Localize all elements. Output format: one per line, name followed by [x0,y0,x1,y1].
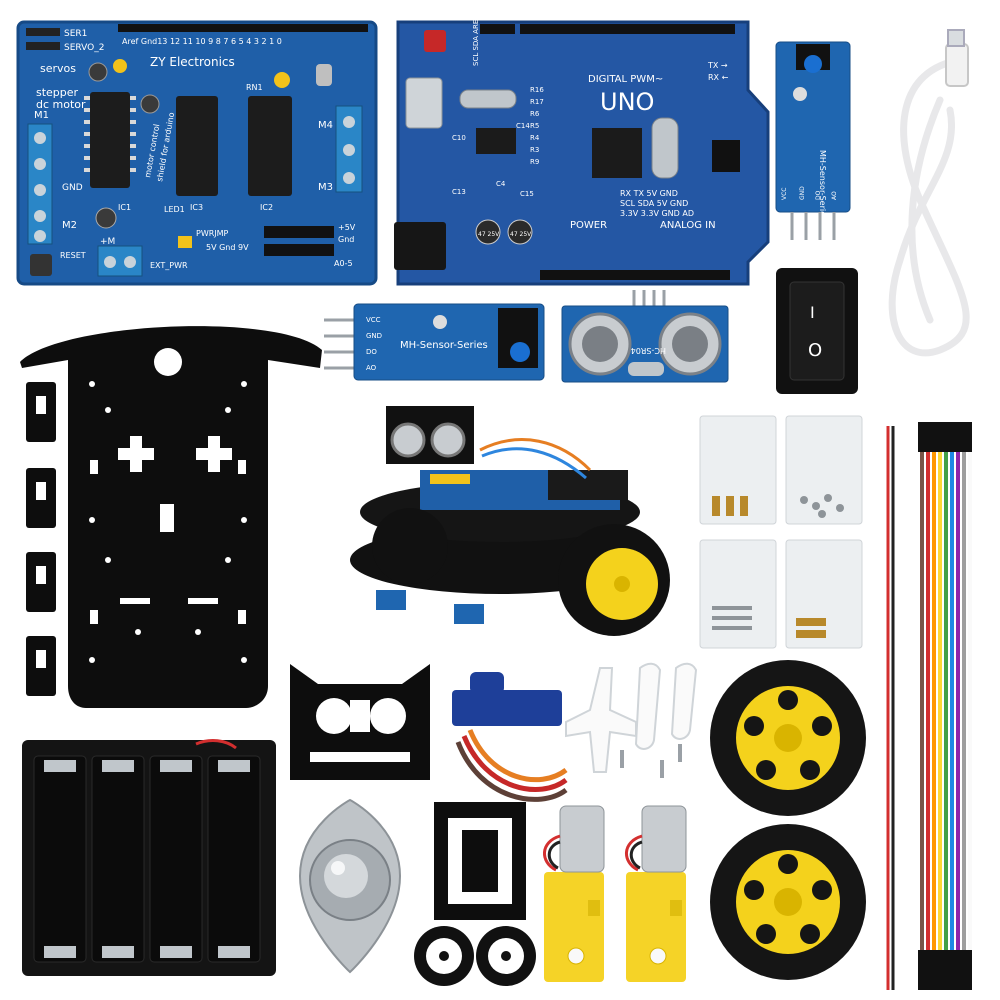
note-stepper: stepper [36,86,79,99]
servo-screws [620,744,682,778]
ir-sensor-vertical: MH-Sensor-Series VCC GND DO AO [775,41,851,240]
label-plus-m: +M [100,237,115,247]
label-gnd: GND [62,183,83,193]
ultrasonic-label: HC-SR04 [631,346,666,355]
header-ser1: SER1 [64,29,87,39]
terminal-blocks [27,105,363,277]
label-pwrjmp: PWRJMP [196,229,229,238]
ir-mid-gnd: GND [366,332,382,340]
ir-sensor-horizontal: MH-Sensor-Series VCC GND DO AO [324,303,545,381]
ir-mid-label: MH-Sensor-Series [400,340,488,351]
uno-r6: R6 [530,110,540,118]
ir-mid-vcc: VCC [366,316,381,324]
uno-r16: R16 [530,86,544,94]
note-servos: servos [40,62,76,75]
servo-motor [452,672,568,802]
shield-pin-row: Aref Gnd13 12 11 10 9 8 7 6 5 4 3 2 1 0 [122,37,282,46]
uno-tx: TX → [707,61,728,70]
servo-horns [565,662,698,773]
label-ic2: IC2 [260,203,273,212]
uno-c13: C13 [452,188,466,196]
label-gnd-right: Gnd [338,235,354,244]
label-5v-gnd-9v: 5V Gnd 9V [206,243,249,252]
screw-bags [699,415,863,649]
uno-pins-small-3: 3.3V 3.3V GND AD [620,209,694,218]
label-plus-5v: +5V [338,223,356,232]
uno-digital-label: DIGITAL PWM~ [588,74,663,85]
label-m1: M1 [34,110,49,121]
ir-top-vcc: VCC [781,188,788,200]
label-reset: RESET [60,251,86,260]
motor-shield-board: SER1 SERVO_2 servos stepper dc motor Are… [16,20,378,286]
uno-board: 47 25V 47 25V UNO DIGITAL PWM~ TX → RX ←… [394,0,770,286]
caster-ball-wheel [298,798,402,974]
cap-mark-2: 47 25V [510,231,532,238]
label-ic3: IC3 [190,203,203,212]
label-ic1: IC1 [118,203,131,212]
ir-mid-do: DO [366,348,377,356]
uno-rx: RX ← [708,73,729,82]
uno-top-labels: SCL SDA AREF GND 13 12 11 10 9 8 [472,0,480,66]
label-m4: M4 [318,120,333,131]
uno-c10: C10 [452,134,466,142]
dupont-jumper-wires [918,422,972,990]
gear-motor-left [543,805,605,982]
ir-top-label: MH-Sensor-Series [818,150,827,220]
assembled-robot-car [350,406,670,636]
uno-r9: R9 [530,158,539,166]
label-ext-pwr: EXT_PWR [150,261,188,270]
encoder-discs [414,926,536,986]
ir-top-ao: AO [831,191,838,200]
shield-ic-chips [90,92,292,196]
shield-top-header [118,24,368,32]
uno-c4: C4 [496,180,506,188]
ultrasonic-bracket [290,664,430,780]
label-a0-5: A0-5 [334,259,353,268]
battery-holder [22,739,276,976]
shield-brand: ZY Electronics [150,55,235,69]
uno-pins-small-2: SCL SDA 5V GND [620,199,688,208]
uno-c15: C15 [520,190,534,198]
acrylic-chassis [20,326,322,708]
ir-mid-ao: AO [366,364,377,372]
usb-cable [888,29,970,357]
switch-mount-plate [434,802,526,920]
wheel-bottom [710,824,866,980]
uno-c14: C14 [516,122,530,130]
ir-top-gnd: GND [799,186,806,200]
red-black-wire [886,426,895,990]
ultrasonic-sensor: HC-SR04 [561,290,729,383]
uno-name: UNO [600,88,654,116]
label-rn1: RN1 [246,83,263,92]
uno-r3: R3 [530,146,539,154]
note-dc-motor: dc motor [36,98,86,111]
uno-pins-small: RX TX 5V GND [620,189,678,198]
uno-analog: ANALOG IN [660,220,716,231]
header-servo2: SERVO_2 [64,43,104,53]
switch-off-mark: O [808,340,822,361]
ir-top-do: DO [815,190,822,200]
uno-power: POWER [570,220,607,231]
label-m3: M3 [318,182,333,193]
reset-button [30,254,52,276]
uno-r4: R4 [530,134,540,142]
label-led1: LED1 [164,205,185,214]
uno-r5: R5 [530,122,539,130]
rocker-switch: I O [776,268,858,394]
cap-mark-1: 47 25V [478,231,500,238]
uno-r17: R17 [530,98,544,106]
label-m2: M2 [62,220,77,231]
gear-motor-right [625,805,687,982]
wheel-top [710,660,866,816]
switch-on-mark: I [810,303,815,322]
